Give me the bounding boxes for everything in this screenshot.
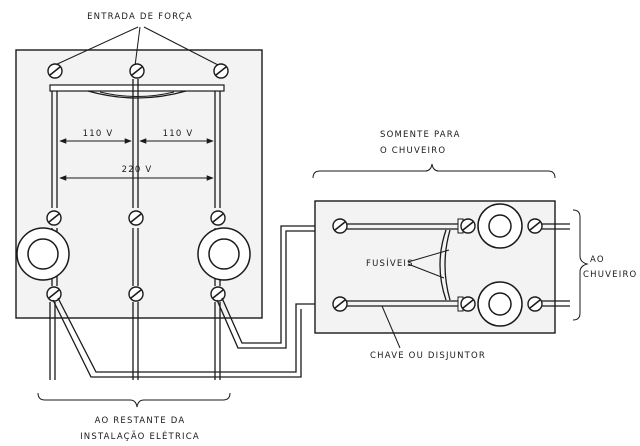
only-for-label-2: O CHUVEIRO xyxy=(380,146,446,156)
shower-fuse-top xyxy=(477,203,523,249)
top-bus-bar xyxy=(49,84,225,99)
main-fuse-left xyxy=(16,227,70,281)
voltage-total-label: 220 V xyxy=(122,165,153,175)
voltage-dimensions xyxy=(59,138,214,181)
switch-pointer xyxy=(381,305,401,349)
voltage-a-label: 110 V xyxy=(83,129,114,139)
shower-box-wires xyxy=(344,218,570,312)
fuses-pointers xyxy=(407,249,450,279)
rest-installation-label-1: AO RESTANTE DA xyxy=(95,416,186,426)
only-for-label-1: SOMENTE PARA xyxy=(380,130,461,140)
switch-breaker-label: CHAVE OU DISJUNTOR xyxy=(370,351,486,361)
rest-installation-brace xyxy=(37,392,231,408)
power-input-label: ENTRADA DE FORÇA xyxy=(87,12,193,22)
voltage-b-label: 110 V xyxy=(163,129,194,139)
only-for-brace xyxy=(312,163,556,179)
to-shower-label-1: AO xyxy=(590,255,605,265)
fuses-label: FUSÍVEIS xyxy=(366,257,414,269)
to-shower-label-2: CHUVEIRO xyxy=(583,270,637,280)
shower-feed-wires xyxy=(52,225,334,378)
main-panel-screws xyxy=(46,63,229,302)
main-fuse-right xyxy=(197,227,251,281)
shower-box-screws xyxy=(332,218,543,312)
rest-installation-label-2: INSTALAÇÃO ELÉTRICA xyxy=(80,430,200,442)
shower-fuse-bottom xyxy=(477,281,523,327)
to-shower-brace xyxy=(572,209,589,321)
power-input-wires xyxy=(52,26,221,67)
